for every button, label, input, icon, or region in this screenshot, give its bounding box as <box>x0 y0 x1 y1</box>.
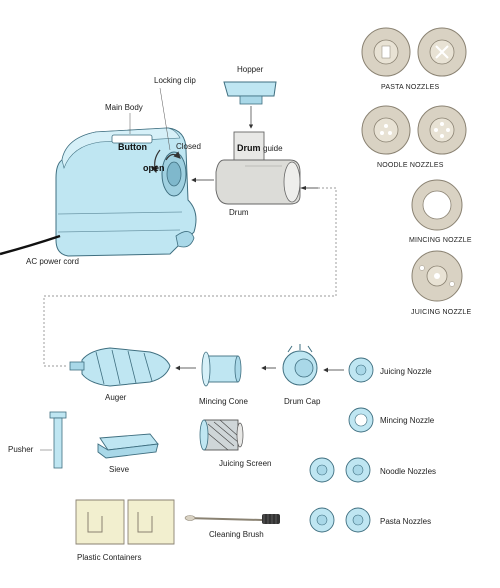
auger <box>69 347 171 387</box>
mincing-nozzle-small <box>348 407 374 433</box>
locking-clip-label: Locking clip <box>154 76 196 85</box>
noodle-nozzles-small <box>309 457 371 483</box>
noodle-nozzles-label: Noodle Nozzles <box>380 467 437 476</box>
hopper-label: Hopper <box>237 65 264 74</box>
plastic-containers <box>75 499 175 545</box>
main-body <box>55 127 197 257</box>
pusher <box>49 411 67 469</box>
pasta-nozzles-illustration <box>361 27 467 77</box>
drum-label: Drum <box>229 208 249 217</box>
juicing-nozzle-small <box>348 357 374 383</box>
ac-power-cord-label: AC power cord <box>26 257 79 266</box>
auger-label: Auger <box>105 393 127 402</box>
juicing-nozzle-illustration <box>411 250 463 302</box>
pasta-nozzles-small <box>309 507 371 533</box>
ac-power-cord <box>0 234 61 256</box>
drum <box>215 131 301 205</box>
drum-cap-label: Drum Cap <box>284 397 321 406</box>
pasta-nozzles-top-label: PASTA NOZZLES <box>381 84 440 91</box>
mincing-nozzle-top-label: MINCING NOZZLE <box>409 237 472 244</box>
noodle-nozzles-illustration <box>361 105 467 155</box>
hopper <box>223 81 277 105</box>
noodle-nozzles-top-label: NOODLE NOZZLES <box>377 162 444 169</box>
plastic-containers-label: Plastic Containers <box>77 553 142 562</box>
juicing-nozzle-label: Juicing Nozzle <box>380 367 432 376</box>
mincing-nozzle-illustration <box>411 179 463 231</box>
pusher-label: Pusher <box>8 445 34 454</box>
drum-cap <box>282 344 318 386</box>
sieve-label: Sieve <box>109 465 130 474</box>
closed-label: Closed <box>176 142 201 151</box>
drum-guide-label-drum: Drum <box>237 143 261 153</box>
pasta-nozzles-label: Pasta Nozzles <box>380 517 432 526</box>
button-label: Button <box>118 142 147 152</box>
mincing-cone <box>201 351 242 387</box>
drum-guide-label-guide: guide <box>263 144 283 153</box>
open-label: open <box>143 163 165 173</box>
juicing-nozzle-top-label: JUICING NOZZLE <box>411 309 472 316</box>
sieve <box>97 433 159 459</box>
button-slot <box>111 134 153 144</box>
main-body-label: Main Body <box>105 103 143 112</box>
mincing-cone-label: Mincing Cone <box>199 397 248 406</box>
mincing-nozzle-label: Mincing Nozzle <box>380 416 435 425</box>
cleaning-brush <box>184 514 280 524</box>
juicing-screen <box>199 419 244 451</box>
cleaning-brush-label: Cleaning Brush <box>209 530 264 539</box>
juicing-screen-label: Juicing Screen <box>219 459 272 468</box>
